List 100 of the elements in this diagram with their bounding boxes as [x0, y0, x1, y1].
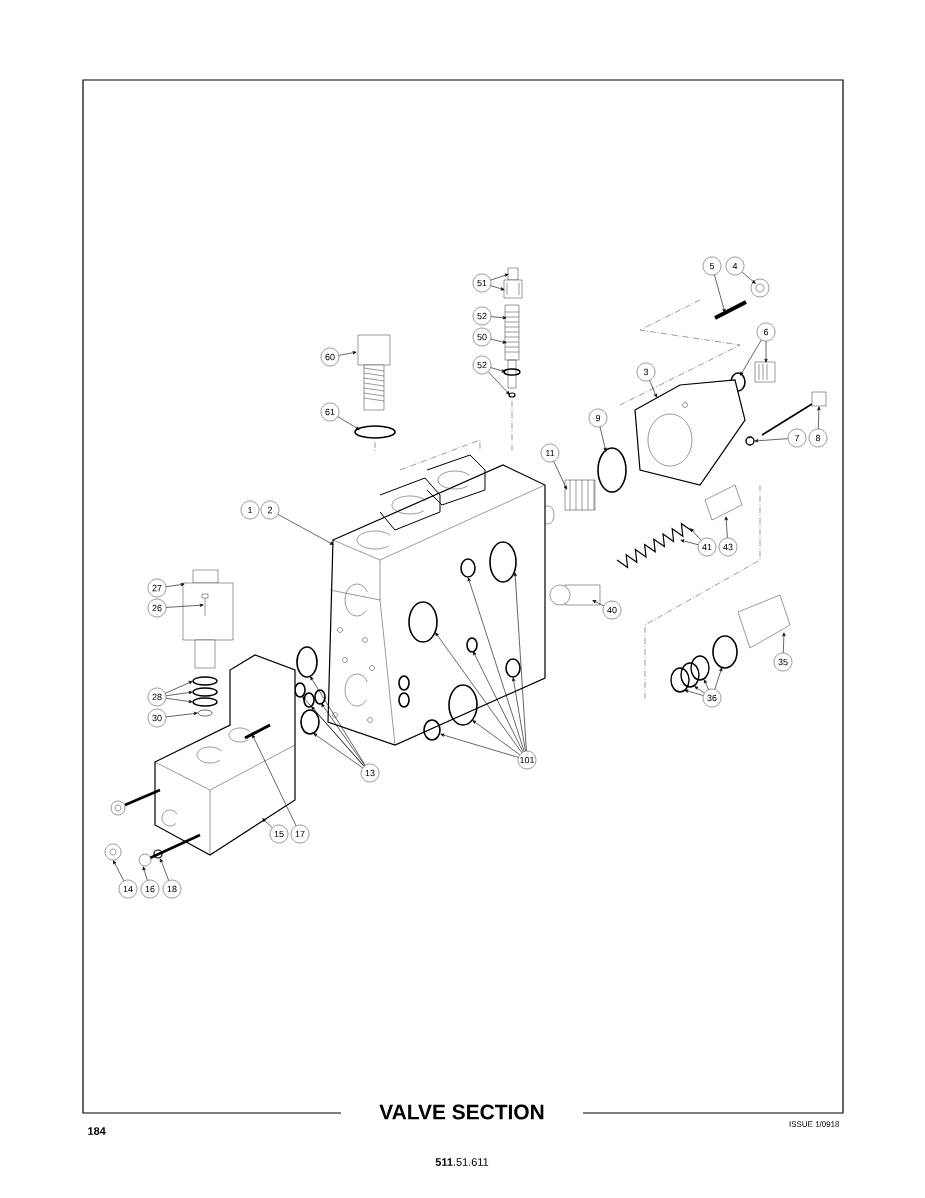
valve-stem: [504, 304, 520, 389]
callout-number: 40: [602, 600, 622, 620]
o-ring: [300, 709, 320, 735]
callout-number: 27: [147, 578, 167, 598]
leader-line: [313, 733, 363, 769]
callout-number: 11: [540, 443, 560, 463]
o-ring: [423, 719, 441, 741]
callout-number: 8: [808, 428, 828, 448]
o-ring: [670, 667, 690, 693]
valve-cartridge: [357, 334, 391, 411]
leader-line: [467, 577, 525, 752]
leader-line: [302, 696, 365, 767]
o-ring: [712, 635, 738, 669]
sleeve: [704, 484, 743, 521]
leader-line: [165, 583, 185, 587]
o-ring: [503, 368, 521, 376]
o-ring: [408, 601, 438, 643]
leader-line: [165, 681, 193, 694]
bolt: [761, 391, 827, 436]
cover: [634, 379, 746, 486]
leader-line: [553, 461, 567, 490]
leader-line: [490, 273, 509, 281]
callout-number: 14: [118, 879, 138, 899]
callout-number: 30: [147, 708, 167, 728]
callout-number: 4: [725, 256, 745, 276]
cap-screw: [110, 788, 161, 816]
leader-line: [592, 600, 605, 607]
block: [154, 654, 296, 856]
leader-line: [113, 860, 125, 882]
part-number: 511.51.611: [435, 1158, 489, 1166]
leader-line: [741, 271, 756, 284]
callout-number: 3: [636, 362, 656, 382]
leader-line: [473, 651, 524, 753]
o-ring: [303, 692, 315, 708]
spring: [616, 522, 693, 569]
leader-line: [714, 274, 726, 313]
o-ring: [489, 541, 517, 583]
o-ring: [192, 676, 218, 686]
screw: [201, 593, 209, 617]
leader-line: [704, 679, 709, 690]
leader-line: [680, 539, 699, 545]
callout-number: 43: [718, 537, 738, 557]
leader-line: [599, 426, 607, 452]
screw: [244, 723, 271, 740]
leader-line: [277, 514, 334, 545]
callout-number: 28: [147, 687, 167, 707]
leader-line: [694, 686, 705, 694]
callout-number: 50: [472, 327, 492, 347]
leader-line: [165, 711, 198, 718]
plug: [104, 843, 122, 861]
o-ring: [690, 655, 710, 681]
callout-number: 15: [269, 824, 289, 844]
callout-number: 9: [588, 408, 608, 428]
leader-line: [487, 371, 510, 395]
leader-line: [159, 858, 169, 881]
leader-line: [714, 667, 723, 690]
leader-line: [512, 677, 526, 752]
leader-line: [817, 406, 821, 430]
o-ring: [597, 447, 627, 493]
callout-number: 2: [260, 500, 280, 520]
callout-number: 16: [140, 879, 160, 899]
callout-number: 13: [360, 763, 380, 783]
leader-line: [321, 703, 366, 766]
o-ring: [466, 637, 478, 653]
solenoid: [182, 569, 234, 669]
leader-line: [142, 866, 148, 881]
callout-number: 36: [702, 688, 722, 708]
leader-line: [435, 632, 522, 753]
screw: [138, 833, 201, 867]
callout-number: 52: [472, 355, 492, 375]
leader-line: [490, 367, 506, 373]
leader-line: [262, 818, 273, 828]
callout-number: 18: [162, 879, 182, 899]
piston: [549, 584, 601, 606]
washer: [745, 436, 755, 446]
leader-line: [724, 516, 728, 539]
leader-line: [782, 632, 786, 654]
callout-number: 5: [702, 256, 722, 276]
seal: [197, 709, 213, 717]
leader-line: [165, 690, 193, 697]
leader-line: [649, 380, 657, 398]
leader-line: [165, 697, 193, 704]
o-ring: [192, 697, 218, 707]
o-ring: [294, 682, 306, 698]
o-ring: [354, 425, 396, 439]
callout-number: 101: [517, 750, 537, 770]
leader-line: [490, 316, 507, 320]
o-ring: [505, 658, 521, 678]
stud: [714, 300, 747, 320]
leader-line: [764, 340, 768, 363]
callout-number: 35: [773, 652, 793, 672]
callout-number: 60: [320, 347, 340, 367]
leader-line: [472, 720, 520, 755]
o-ring: [448, 684, 478, 726]
callout-number: 41: [697, 537, 717, 557]
leader-line: [490, 338, 507, 344]
leader-line: [513, 572, 527, 752]
cap: [503, 267, 523, 299]
leader-line: [252, 734, 297, 826]
leader-line: [338, 351, 357, 356]
